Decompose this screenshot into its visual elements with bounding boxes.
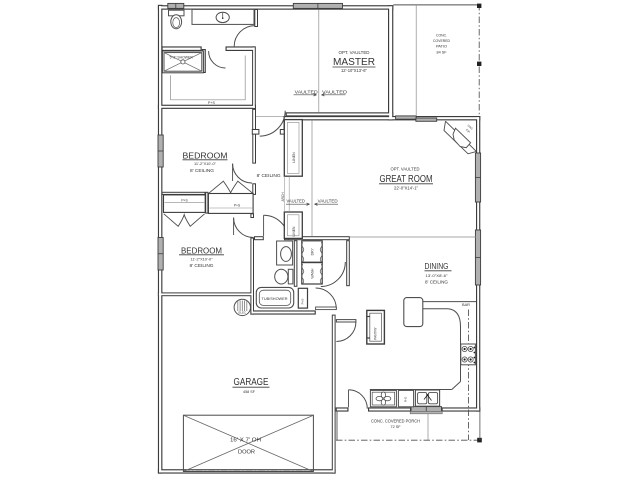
svg-text:WASH: WASH [310, 268, 314, 279]
svg-text:VAULTED: VAULTED [318, 199, 338, 204]
svg-text:OPT. VAULTED: OPT. VAULTED [339, 50, 370, 55]
svg-text:PATIO: PATIO [436, 45, 447, 49]
svg-text:R-O: R-O [404, 396, 408, 402]
svg-text:BEDROOM: BEDROOM [183, 151, 228, 161]
svg-text:LINEN: LINEN [292, 226, 296, 237]
svg-text:11'-2"X10'-0": 11'-2"X10'-0" [191, 256, 214, 261]
svg-text:458 SF: 458 SF [243, 389, 256, 394]
svg-text:ARCH: ARCH [281, 192, 285, 202]
svg-text:16' X 7' OH: 16' X 7' OH [230, 438, 261, 444]
svg-text:OPT. VAULTED: OPT. VAULTED [391, 167, 420, 172]
svg-text:VAULTED: VAULTED [295, 89, 318, 94]
svg-text:8' CEILING: 8' CEILING [425, 279, 449, 284]
svg-text:DINING: DINING [425, 261, 449, 271]
svg-text:22'-0"X14'-1": 22'-0"X14'-1" [394, 185, 418, 190]
svg-text:DRY: DRY [310, 248, 314, 256]
svg-text:GREAT ROOM: GREAT ROOM [380, 174, 433, 185]
svg-text:GAS: GAS [467, 124, 474, 131]
svg-text:GARAGE: GARAGE [234, 377, 269, 388]
svg-text:8' CEILING: 8' CEILING [257, 173, 282, 178]
svg-text:72 SF: 72 SF [391, 424, 402, 429]
svg-text:DOOR: DOOR [238, 450, 255, 456]
svg-text:5'-3" SHOWER: 5'-3" SHOWER [170, 55, 194, 59]
svg-text:P+S: P+S [234, 204, 241, 208]
svg-text:F/P: F/P [465, 128, 471, 134]
svg-text:BEDROOM: BEDROOM [181, 245, 222, 255]
svg-text:TUB/SHOWER: TUB/SHOWER [262, 297, 288, 301]
svg-text:MASTER: MASTER [333, 57, 375, 68]
svg-text:P+S: P+S [208, 101, 215, 105]
svg-text:CONC.: CONC. [436, 34, 447, 38]
svg-text:PANTRY: PANTRY [373, 326, 377, 340]
svg-text:BAR: BAR [462, 303, 471, 307]
svg-text:8' CEILING: 8' CEILING [190, 168, 215, 173]
svg-text:CONC. COVERED PORCH: CONC. COVERED PORCH [371, 419, 420, 424]
svg-text:12'-10"X13'-6": 12'-10"X13'-6" [341, 68, 367, 73]
svg-text:84 SF: 84 SF [437, 51, 448, 55]
svg-text:13'-0"X8'-6": 13'-0"X8'-6" [426, 273, 449, 278]
svg-text:VAULTED: VAULTED [322, 89, 347, 94]
svg-text:P+S: P+S [300, 299, 304, 305]
svg-text:8' CEILING: 8' CEILING [190, 263, 215, 268]
svg-text:P+S: P+S [181, 199, 188, 203]
svg-text:VAULTED: VAULTED [286, 199, 305, 204]
svg-text:COVERED: COVERED [433, 39, 450, 43]
svg-text:11'-2"X10'-0": 11'-2"X10'-0" [194, 161, 217, 166]
svg-text:ELEC: ELEC [239, 311, 247, 315]
svg-text:LINEN: LINEN [292, 152, 296, 163]
